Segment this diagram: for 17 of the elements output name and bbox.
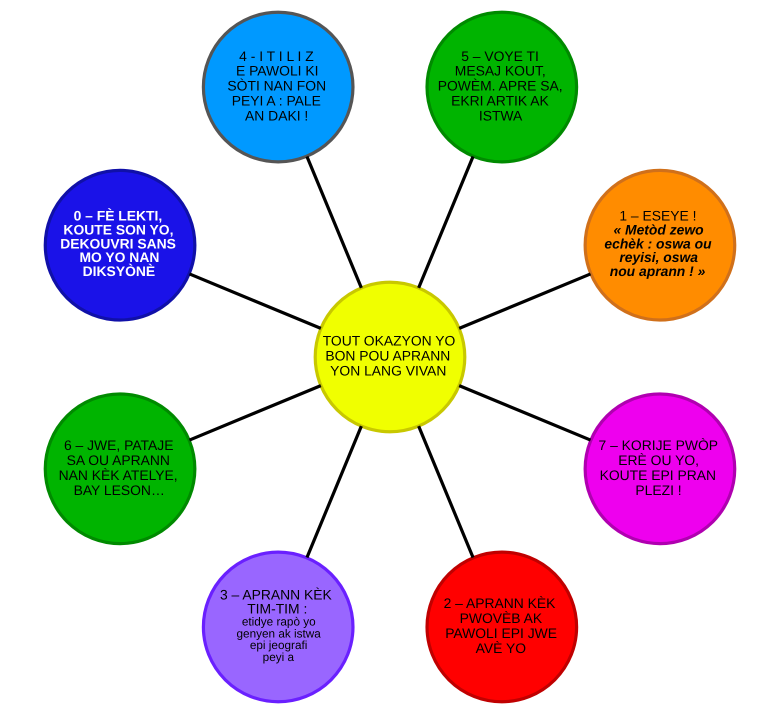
node-circle: TOUT OKAZYON YO BON POU APRANN YON LANG VIVAN <box>313 280 466 434</box>
node-circle: 7 – KORIJE PWÒP ERÈ OU YO, KOUTE EPI PRAN PLEZI ! <box>583 392 736 546</box>
connector <box>304 426 362 558</box>
node-circle: 4 - I T I L I Z E PAWOLI KI SÒTI NAN FON PEYI A : PALE AN DAKI ! <box>201 10 354 164</box>
node-circle: 3 – APRANN KÈK TIM-TIM : etidye rapò yo genyen ak istwa epi jeografi peyi a <box>201 550 354 704</box>
connector <box>416 156 474 288</box>
node-circle: 1 – ESEYE ! « Metòd zewo echèk : oswa ou reyisi, oswa nou aprann ! » <box>583 168 736 322</box>
connector <box>416 426 474 558</box>
connector <box>458 272 591 330</box>
node-circle: 6 – JWE, PATAJE SA OU APRANN NAN KÈK ATELYE, BAY LESON… <box>43 392 196 546</box>
node-circle: 0 – FÈ LEKTI, KOUTE SON YO, DEKOUVRI SANS MO YO NAN DIKSYÒNÈ <box>43 168 196 322</box>
connector <box>458 384 591 442</box>
node-circle: 5 – VOYE TI MESAJ KOUT, POWÈM. APRE SA, EKRI ARTIK AK ISTWA <box>424 10 578 164</box>
node-circle: 2 – APRANN KÈK PWOVÈB AK PAWOLI EPI JWE AVÈ YO <box>424 550 578 704</box>
connector <box>304 156 362 288</box>
connector <box>188 384 321 442</box>
connector <box>188 272 321 330</box>
